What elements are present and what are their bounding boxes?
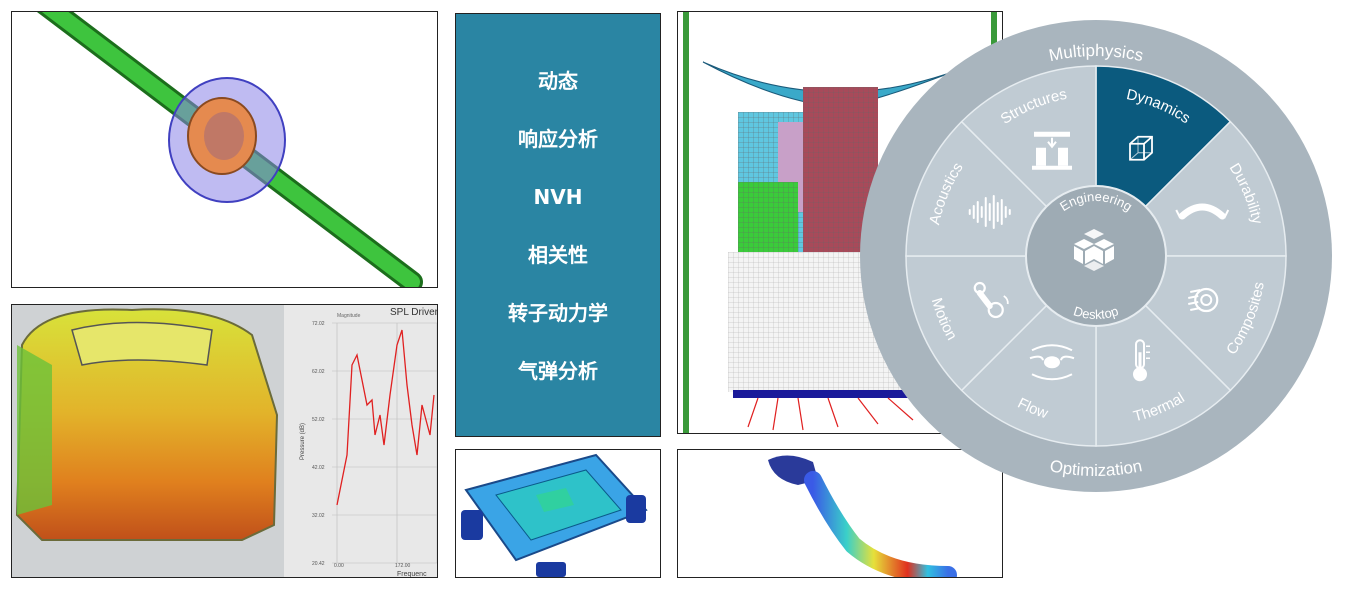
topic-label: NVH <box>533 185 583 209</box>
frame-left <box>683 12 689 433</box>
spl-y-tick: 32.02 <box>312 513 325 519</box>
spl-y-tick: 72.02 <box>312 321 325 327</box>
car-side-panel <box>17 345 52 515</box>
pipe-damper-render <box>11 11 438 288</box>
hose-body <box>804 471 957 577</box>
bent-beam-icon <box>1175 203 1230 220</box>
car-sunroof <box>71 321 213 366</box>
engineering-desktop-wheel: DynamicsDurabilityCompositesThermalFlowM… <box>860 20 1332 492</box>
spl-y-tick: 62.02 <box>312 369 325 375</box>
car-nvh-render: SPL Driver E Magnitude Pressure (dB) Fre… <box>11 304 438 578</box>
analysis-topics-panel: 动态 响应分析 NVH 相关性 转子动力学 气弹分析 <box>455 13 661 437</box>
topic-label: 气弹分析 <box>518 359 598 383</box>
spl-x-tick: 0.00 <box>334 563 344 569</box>
topic-label: 动态 <box>538 69 578 93</box>
hub-label-bottom: Desktop <box>1072 303 1120 322</box>
spl-plot-area <box>284 305 437 577</box>
wheel-bottom <box>536 562 566 577</box>
spl-legend-label: Magnitude <box>337 313 361 319</box>
car-body <box>15 308 279 541</box>
linkage-icon <box>973 281 1009 319</box>
spl-curve <box>336 329 435 506</box>
wheel-segments: DynamicsDurabilityCompositesThermalFlowM… <box>905 65 1287 447</box>
spl-x-axis-label: Frequenc <box>397 571 427 578</box>
wireframe-cube-icon <box>1129 135 1153 161</box>
spl-grid: 72.02 62.02 52.02 42.02 32.02 20.42 <box>312 321 437 567</box>
soundwave-icon <box>968 194 1011 229</box>
spl-y-axis-label: Pressure (dB) <box>300 423 306 460</box>
topic-label: 转子动力学 <box>508 301 608 325</box>
spl-y-tick: 52.02 <box>312 417 325 423</box>
damper-core <box>204 112 244 160</box>
topic-label: 相关性 <box>528 243 588 267</box>
vehicle-frame-illustration <box>461 453 648 577</box>
vehicle-frame-render <box>455 449 661 578</box>
analysis-topics-list: 动态 响应分析 NVH 相关性 转子动力学 气弹分析 <box>456 64 660 412</box>
spl-y-tick: 20.42 <box>312 561 325 567</box>
load-arrows <box>747 397 914 431</box>
wheel-left <box>461 510 483 540</box>
car-and-spl-plot: SPL Driver E Magnitude Pressure (dB) Fre… <box>12 305 438 578</box>
thermometer-icon <box>1133 339 1151 382</box>
spl-plot-title: SPL Driver E <box>390 307 438 318</box>
spl-x-tick: 172.00 <box>395 563 411 569</box>
press-load-icon <box>1031 131 1072 170</box>
topic-label: 响应分析 <box>518 127 598 151</box>
hose-deformation-render <box>677 449 1003 578</box>
base-plate <box>733 390 933 398</box>
pipe-damper-illustration <box>36 12 423 287</box>
tray-pad <box>536 488 574 512</box>
airflow-icon <box>1029 344 1075 381</box>
outer-label-bottom: Optimization <box>1048 456 1143 480</box>
fiber-roll-icon <box>1188 287 1219 313</box>
hub-cubes-icon <box>1074 229 1114 271</box>
hose-illustration <box>768 455 957 577</box>
wheel-right <box>626 495 646 523</box>
spl-y-tick: 42.02 <box>312 465 325 471</box>
